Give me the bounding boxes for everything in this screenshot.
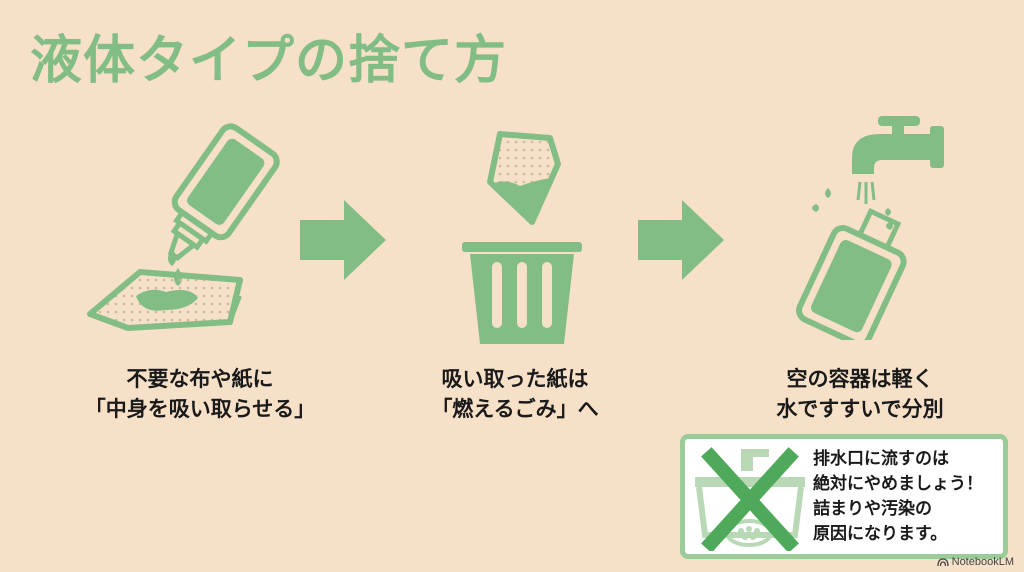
step-3-caption: 空の容器は軽く 水ですすいで分別 — [776, 367, 944, 421]
warning-box: 排水口に流すのは 絶対にやめましょう！ 詰まりや汚染の 原因になります。 — [680, 434, 1008, 559]
arrow-right-icon — [300, 200, 386, 280]
step-2-caption: 吸い取った紙は 「燃えるごみ」へ — [431, 367, 599, 421]
warning-text: 排水口に流すのは 絶対にやめましょう！ 詰まりや汚染の 原因になります。 — [813, 449, 983, 544]
notebooklm-watermark: NotebookLM — [936, 556, 1014, 568]
page-title: 液体タイプの捨て方 — [30, 31, 508, 91]
faucet-rinsing-bottle-icon — [796, 116, 944, 340]
arrow-right-icon — [638, 200, 724, 280]
step-1-caption: 不要な布や紙に 「中身を吸い取らせる」 — [84, 367, 316, 421]
bottle-pouring-on-cloth-icon — [87, 123, 280, 331]
sink-drain-prohibited-icon — [695, 447, 805, 551]
paper-into-trash-can-icon — [462, 131, 582, 344]
notebooklm-logo-icon — [936, 558, 949, 567]
